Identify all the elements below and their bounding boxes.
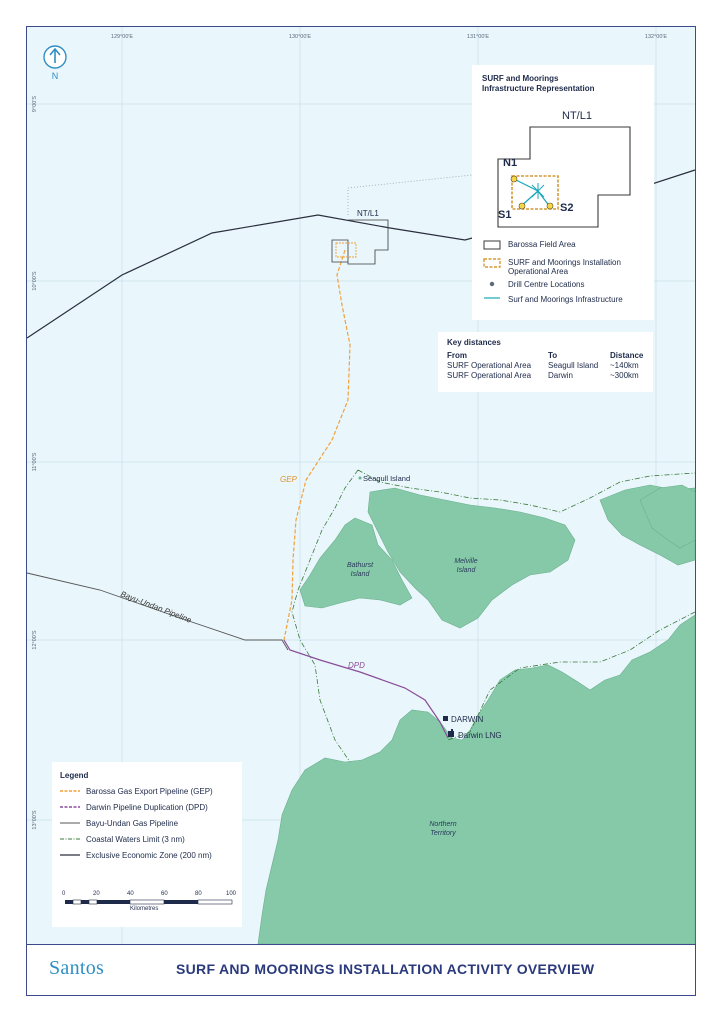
lat-label-10: 10°00'S	[32, 271, 38, 290]
scale-tick-20: 20	[93, 891, 100, 897]
key-distances-row2-distance: ~300km	[610, 371, 639, 380]
lon-label-131: 131°00'E	[467, 34, 490, 40]
scale-tick-40: 40	[127, 891, 134, 897]
scale-tick-60: 60	[161, 891, 168, 897]
santos-logo: Santos	[49, 957, 105, 979]
land	[257, 484, 696, 945]
key-distances-row1-to: Seagull Island	[548, 361, 599, 370]
legend-item-coastal-waters: Coastal Waters Limit (3 nm)	[86, 835, 185, 844]
footer-title: SURF AND MOORINGS INSTALLATION ACTIVITY …	[176, 961, 595, 977]
bathurst-island	[299, 517, 413, 609]
key-distances-row2-to: Darwin	[548, 371, 573, 380]
scale-unit-label: Kilometres	[130, 906, 159, 912]
melville-island	[367, 487, 576, 629]
key-distances-panel: Key distances From To Distance SURF Oper…	[438, 332, 653, 392]
label-darwin-lng: Darwin LNG	[458, 731, 502, 740]
inset-legend-field-area: Barossa Field Area	[508, 240, 576, 249]
gep-pipeline-line	[283, 249, 351, 641]
label-gep: GEP	[280, 475, 298, 484]
inset-n1-label: N1	[503, 157, 518, 169]
scale-bar	[65, 899, 233, 905]
lon-label-132: 132°00'E	[645, 34, 668, 40]
darwin-marker	[443, 716, 448, 721]
scale-tick-0: 0	[62, 891, 66, 897]
legend-item-eez: Exclusive Economic Zone (200 nm)	[86, 851, 212, 860]
key-distances-title: Key distances	[447, 338, 501, 347]
coastal-waters-limit-line	[291, 469, 696, 763]
inset-s1-label: S1	[498, 209, 512, 221]
legend-item-gep: Barossa Gas Export Pipeline (GEP)	[86, 787, 213, 796]
legend-title: Legend	[60, 771, 89, 780]
inset-legend-swatches	[483, 240, 501, 299]
surf-operational-area-outline	[511, 175, 559, 210]
key-distances-header-distance: Distance	[610, 351, 644, 360]
label-darwin: DARWIN	[451, 715, 484, 724]
legend-item-bayu-undan: Bayu-Undan Gas Pipeline	[86, 819, 179, 828]
darwin-lng-marker	[448, 729, 454, 737]
key-distances-header-from: From	[447, 351, 467, 360]
drill-centre-n1	[510, 175, 518, 183]
lat-label-11: 11°00'S	[32, 452, 38, 471]
lat-label-9: 9°00'S	[32, 96, 38, 112]
surf-operational-area-small	[335, 242, 357, 258]
dpd-pipeline-line	[283, 639, 449, 739]
northeast-land	[639, 484, 696, 549]
inset-diagram	[497, 126, 631, 228]
label-seagull-island: Seagull Island	[363, 474, 410, 483]
legend-swatches	[60, 790, 80, 856]
inset-title-line2: Infrastructure Representation	[482, 84, 595, 93]
key-distances-row2-from: SURF Operational Area	[447, 371, 532, 380]
label-dpd: DPD	[348, 661, 365, 670]
label-bathurst-island-2: Island	[351, 571, 371, 578]
inset-panel: SURF and Moorings Infrastructure Represe…	[472, 65, 654, 320]
inset-legend-surf-area-1: SURF and Moorings Installation	[508, 258, 621, 267]
label-nt-l1: NT/L1	[357, 209, 379, 218]
lon-label-130: 130°00'E	[289, 34, 312, 40]
label-melville-island-2: Island	[457, 567, 477, 574]
inset-nt-l1-label: NT/L1	[562, 110, 592, 122]
inset-title-line1: SURF and Moorings	[482, 74, 559, 83]
drill-centre-s2	[546, 202, 554, 210]
inset-legend-surf-area-2: Operational Area	[508, 267, 569, 276]
inset-connector-line	[347, 174, 473, 215]
lat-label-13: 13°00'S	[32, 810, 38, 829]
legend-item-dpd: Darwin Pipeline Duplication (DPD)	[86, 803, 208, 812]
nt-l1-block	[331, 219, 389, 265]
label-northern-territory-1: Northern	[429, 821, 456, 828]
key-distances-row1-distance: ~140km	[610, 361, 639, 370]
key-distances-row1-from: SURF Operational Area	[447, 361, 532, 370]
label-melville-island-1: Melville	[454, 558, 477, 565]
seagull-island-marker	[358, 476, 362, 480]
mainland-northern-territory	[257, 614, 696, 945]
north-arrow-icon: N	[43, 45, 67, 81]
scale-tick-100: 100	[226, 891, 237, 897]
lon-label-129: 129°00'E	[111, 34, 134, 40]
drill-centre-s1	[518, 202, 526, 210]
footer-divider	[26, 944, 696, 945]
label-northern-territory-2: Territory	[430, 830, 456, 837]
legend-panel: Legend Barossa Gas Export Pipeline (GEP)…	[52, 762, 242, 927]
lat-label-12: 12°00'S	[32, 630, 38, 649]
bayu-undan-pipeline-line	[26, 572, 289, 651]
inset-s2-label: S2	[560, 202, 574, 214]
barossa-field-area-outline	[497, 126, 631, 228]
inset-legend-surf-infra: Surf and Moorings Infrastructure	[508, 295, 623, 304]
inset-legend-drill-centres: Drill Centre Locations	[508, 280, 585, 289]
north-arrow-label: N	[52, 71, 59, 81]
scale-tick-80: 80	[195, 891, 202, 897]
label-bathurst-island-1: Bathurst	[347, 562, 374, 569]
key-distances-header-to: To	[548, 351, 558, 360]
